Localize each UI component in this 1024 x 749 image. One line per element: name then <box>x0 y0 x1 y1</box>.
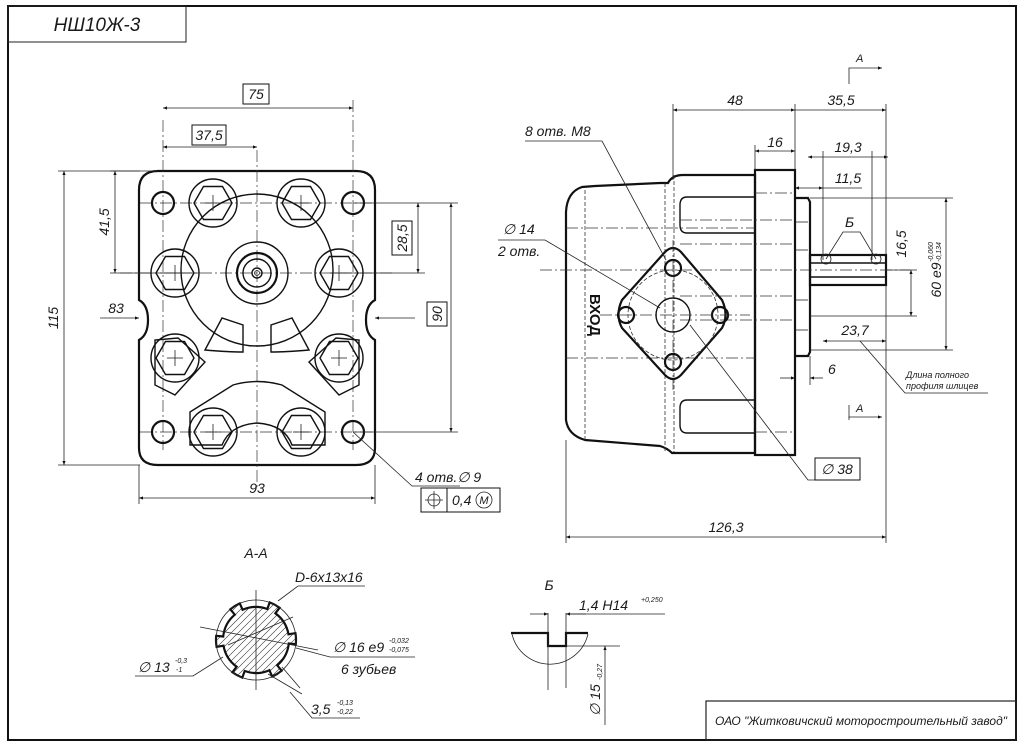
title-box <box>7 5 187 43</box>
detail-diameter-tol: -0,27 <box>597 663 604 680</box>
dim-41-5: 41,5 <box>96 208 112 235</box>
dim-16-5: 16,5 <box>893 230 909 257</box>
dim-83: 83 <box>108 300 124 316</box>
bolt-head <box>276 178 326 228</box>
detail-title: Б <box>544 577 553 593</box>
inlet-label: ВХОД <box>586 294 603 336</box>
dim-60-e9: 60 e9 <box>928 262 944 297</box>
dim-93: 93 <box>249 480 265 496</box>
tooth-tol-upper: -0,13 <box>337 700 353 707</box>
teeth-count: 6 зубьев <box>341 661 396 677</box>
bolt-head <box>150 333 200 383</box>
major-tol-upper: -0,032 <box>389 638 409 645</box>
side-view: ВХОД А А 48 35,5 16 19,3 11,5 Б 16,5 <box>497 53 988 543</box>
section-hatching <box>215 602 297 678</box>
section-title: А-А <box>243 545 267 561</box>
port-diameter-callout: ∅ 14 <box>503 221 535 237</box>
mount-hole-top-left <box>150 190 176 216</box>
mounting-flange <box>753 168 797 457</box>
dim-6: 6 <box>828 361 836 377</box>
position-tolerance-value: 0,4 <box>452 492 472 508</box>
dim-23-7: 23,7 <box>840 322 869 338</box>
dim-37-5: 37,5 <box>195 127 222 143</box>
section-marker-top: А <box>855 53 863 65</box>
port-count-callout: 2 отв. <box>497 243 540 259</box>
minor-diameter: ∅ 13 <box>138 659 170 675</box>
dim-16: 16 <box>767 134 783 150</box>
bolt-heads <box>150 178 364 457</box>
minor-tol-upper: -0,3 <box>175 658 187 665</box>
dim-75: 75 <box>248 86 264 102</box>
detail-b: Б 1,4 Н14 +0,250 ∅ 15 -0,27 <box>511 577 665 725</box>
dim-126-3: 126,3 <box>708 519 743 535</box>
major-diameter: ∅ 16 e9 <box>333 639 384 655</box>
dim-115: 115 <box>45 307 61 330</box>
spline-note-line1: Длина полного <box>905 370 969 380</box>
detail-marker-b: Б <box>845 214 854 230</box>
bolt-head <box>314 333 364 383</box>
spline-spec: D-6x13x16 <box>295 569 363 585</box>
groove-width: 1,4 Н14 <box>579 597 628 613</box>
sheet-frame <box>7 5 1017 741</box>
dim-90: 90 <box>429 306 445 322</box>
dim-19-3: 19,3 <box>834 139 861 155</box>
mmc-modifier: M <box>479 495 489 507</box>
manufacturer-box <box>705 700 1017 741</box>
major-tol-lower: -0,075 <box>389 647 409 654</box>
dim-28-5: 28,5 <box>394 224 410 252</box>
spline-note-line2: профиля шлицев <box>906 381 979 391</box>
dim-60-tol-upper: -0,060 <box>928 242 935 262</box>
dim-35-5: 35,5 <box>827 92 854 108</box>
mount-hole-bottom-left <box>150 419 176 445</box>
hole-callout: 4 отв.∅ 9 <box>415 469 481 485</box>
section-a-a: А-А D-6x13x16 ∅ 16 e9 -0,032 -0,075 6 зу… <box>135 545 415 719</box>
bolt-head <box>188 178 238 228</box>
dim-11-5: 11,5 <box>835 170 861 186</box>
tooth-tol-lower: -0,22 <box>337 709 353 716</box>
section-marker-bottom: А <box>855 403 863 415</box>
model-title: НШ10Ж-3 <box>54 15 141 36</box>
groove-tol: +0,250 <box>641 597 663 604</box>
tooth-width: 3,5 <box>311 701 331 717</box>
front-view: 75 37,5 41,5 115 83 28,5 90 93 4 отв.∅ 9 <box>45 83 501 513</box>
manufacturer-label: ОАО "Житковичский моторостроительный зав… <box>715 714 1008 728</box>
dim-60-tol-lower: -0,134 <box>936 242 943 262</box>
front-body-outline <box>137 169 377 467</box>
detail-diameter: ∅ 15 <box>587 684 603 716</box>
bolt-circle-diameter: ∅ 38 <box>821 461 853 477</box>
spline-profile <box>214 600 298 680</box>
threaded-holes-callout: 8 отв. М8 <box>525 123 591 139</box>
minor-tol-lower: -1 <box>176 667 182 674</box>
dim-48: 48 <box>727 92 743 108</box>
bolt-head <box>188 407 238 457</box>
